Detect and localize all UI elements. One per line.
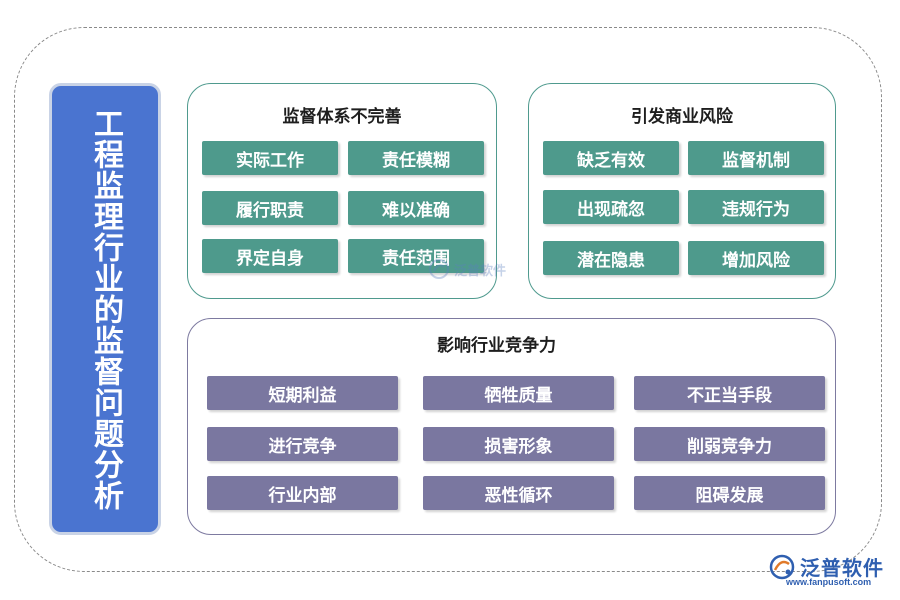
chip: 责任范围	[348, 239, 484, 273]
chip: 界定自身	[202, 239, 338, 273]
chip: 增加风险	[688, 241, 824, 275]
brand-logo-icon	[769, 554, 795, 579]
brand-url: www.fanpusoft.com	[786, 577, 872, 587]
chip: 不正当手段	[634, 376, 825, 410]
panel-competitiveness: 影响行业竞争力 短期利益 牺牲质量 不正当手段 进行竞争 损害形象 削弱竞争力 …	[187, 318, 836, 535]
chip: 监督机制	[688, 141, 824, 175]
chip: 实际工作	[202, 141, 338, 175]
watermark: 泛普软件	[428, 258, 506, 280]
watermark-logo-icon	[429, 259, 449, 279]
panel-title: 引发商业风险	[631, 107, 733, 127]
chip: 牺牲质量	[423, 376, 614, 410]
chip: 出现疏忽	[543, 190, 679, 224]
panel-business-risk: 引发商业风险 缺乏有效 监督机制 出现疏忽 违规行为 潜在隐患 增加风险	[528, 83, 836, 299]
chip: 行业内部	[207, 476, 398, 510]
chip: 恶性循环	[423, 476, 614, 510]
chip: 缺乏有效	[543, 141, 679, 175]
brand-name: 泛普软件	[800, 556, 884, 580]
outer-dashed-frame	[14, 27, 882, 572]
chip: 阻碍发展	[634, 476, 825, 510]
watermark-text: 泛普软件	[454, 263, 507, 279]
side-title: 工程监理行业的监督问题分析	[88, 107, 123, 511]
chip: 短期利益	[207, 376, 398, 410]
chip: 履行职责	[202, 191, 338, 225]
chip: 进行竞争	[207, 427, 398, 461]
panel-supervision-system: 监督体系不完善 实际工作 责任模糊 履行职责 难以准确 界定自身 责任范围	[187, 83, 497, 299]
panel-title: 影响行业竞争力	[437, 336, 556, 356]
brand-logo: 泛普软件	[768, 552, 884, 581]
side-title-panel: 工程监理行业的监督问题分析	[49, 83, 161, 535]
panel-title: 监督体系不完善	[282, 107, 402, 127]
chip: 责任模糊	[348, 141, 484, 175]
chip: 潜在隐患	[543, 241, 679, 275]
chip: 削弱竞争力	[634, 427, 825, 461]
chip: 难以准确	[348, 191, 484, 225]
chip: 违规行为	[688, 190, 824, 224]
chip: 损害形象	[423, 427, 614, 461]
